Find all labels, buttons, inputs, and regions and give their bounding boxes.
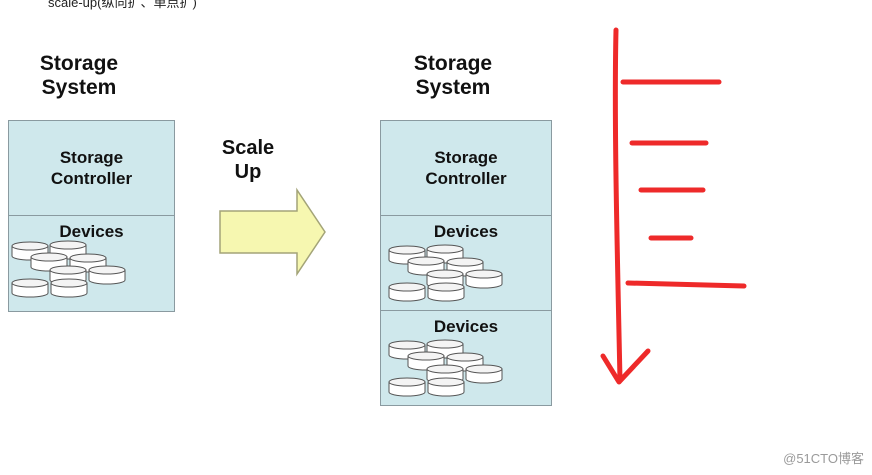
disk-icon [88,265,126,285]
right-controller-line1: Storage [434,148,498,167]
watermark: @51CTO博客 [783,451,864,466]
scale-up-label: Scale Up [196,136,300,184]
vertical-annotation-arrow [600,27,747,385]
scale-up-line2: Up [234,161,262,183]
right-controller-label: Storage Controller [381,147,551,189]
disk-icon [388,377,426,397]
scale-up-line1: Scale [221,137,275,159]
annotation-shaft [612,27,623,383]
right-title-line2: System [415,76,491,99]
disk-icon [427,282,465,302]
disk-icon [465,269,503,289]
right-devices-label-1: Devices [433,222,499,241]
disk-icon [11,278,49,298]
left-title-line2: System [41,76,117,99]
left-system-title: Storage System [4,52,154,100]
annotation-arrowhead [600,348,651,385]
left-divider [9,215,174,216]
disk-icon [427,377,465,397]
caption: scale-up(纵向扩、单点扩) [48,0,197,10]
right-devices-label-2: Devices [433,317,499,336]
left-title-line1: Storage [39,52,119,75]
scale-up-arrow [219,187,326,277]
right-divider-1 [381,215,551,216]
disk-stacks [11,240,503,397]
left-controller-line1: Storage [59,148,124,167]
annotation-tick-5 [625,280,747,289]
left-devices-label: Devices [59,222,124,241]
disk-icon [50,278,88,298]
left-controller-label: Storage Controller [9,147,174,189]
disk-icon [465,364,503,384]
right-title-line1: Storage [413,52,493,75]
left-controller-line2: Controller [50,169,133,188]
right-divider-2 [381,310,551,311]
right-controller-line2: Controller [425,169,507,188]
disk-icon [388,245,426,265]
right-system-title: Storage System [378,52,528,100]
disk-icon [388,282,426,302]
